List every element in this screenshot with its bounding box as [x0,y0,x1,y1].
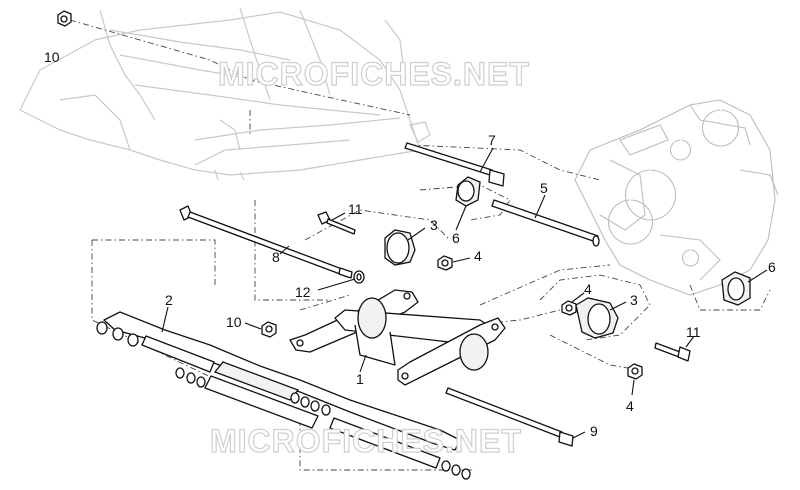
callout-6-right: 6 [768,259,776,275]
bushing-part-6-upper [455,176,481,207]
washer-part-12 [353,270,365,284]
pivot-shaft-part-5 [491,199,600,247]
bolt-part-11-right [654,342,691,362]
watermark-top: MICROFICHES.NET [218,56,530,92]
nut-part-10-top [57,10,72,27]
nut-part-4-lower [627,363,643,380]
callout-labels: 10 7 5 11 3 6 4 8 12 2 10 1 4 3 6 11 4 9 [44,49,776,439]
callout-4-right: 4 [584,281,592,297]
callout-6-upper: 6 [452,230,460,246]
watermark-bottom: MICROFICHES.NET [210,423,522,459]
callout-3-right: 3 [630,292,638,308]
bolt-part-9 [445,387,574,447]
linkage-part-2 [96,311,471,480]
callout-leaders [161,147,768,439]
vehicle-frame [19,7,431,181]
callout-5: 5 [540,180,548,196]
nut-part-4-upper [437,255,453,271]
callout-2: 2 [165,292,173,308]
nut-part-4-right [561,300,577,316]
callout-11-upper: 11 [348,201,363,217]
bolt-part-8 [179,205,353,279]
callout-1: 1 [356,371,364,387]
callout-7: 7 [488,132,496,148]
callout-4-upper: 4 [474,248,482,264]
bolt-part-11-upper [317,211,356,235]
bushing-part-6-right [721,271,751,306]
callout-8: 8 [272,249,280,265]
nut-part-10-middle [261,321,277,338]
callout-12: 12 [295,284,311,300]
callout-10-middle: 10 [226,314,242,330]
callout-10-top: 10 [44,49,60,65]
callout-9: 9 [590,423,598,439]
callout-11-right: 11 [686,324,701,340]
assembly-guide-lines [69,19,771,471]
bolt-part-7 [404,142,505,187]
callout-3-upper: 3 [430,217,438,233]
silent-block-part-3-upper [384,229,416,266]
swingarm-part-1 [289,289,506,386]
engine-block [574,99,779,296]
silent-block-part-3-right [575,297,619,339]
callout-4-lower: 4 [626,398,634,414]
